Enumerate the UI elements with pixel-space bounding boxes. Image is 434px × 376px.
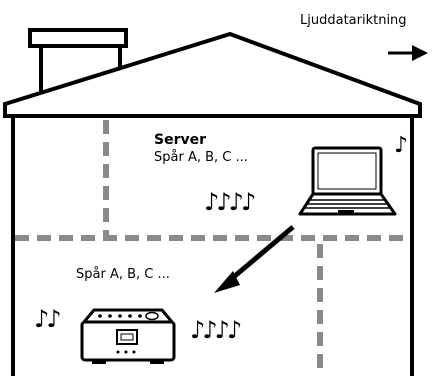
server-tracks-label: Spår A, B, C ... (154, 150, 248, 165)
interior-dashed-walls (15, 120, 410, 376)
stream-arrow (214, 225, 295, 293)
laptop-icon (298, 146, 397, 216)
receiver-tracks-label: Spår A, B, C ... (76, 267, 170, 282)
audio-direction-label: Ljuddatariktning (300, 13, 407, 28)
music-notes-upper-icon: ♪♪♪♪ (204, 188, 256, 216)
server-title: Server (154, 132, 207, 148)
music-note-icon: ♪ (394, 133, 408, 158)
house-walls (11, 116, 414, 376)
audio-receiver-icon (80, 308, 176, 364)
chimney (28, 28, 128, 95)
music-notes-right-icon: ♪♪♪♪ (190, 316, 242, 344)
roof (2, 31, 422, 118)
music-notes-left-icon: ♪♪ (34, 305, 62, 333)
direction-arrow (388, 45, 428, 61)
